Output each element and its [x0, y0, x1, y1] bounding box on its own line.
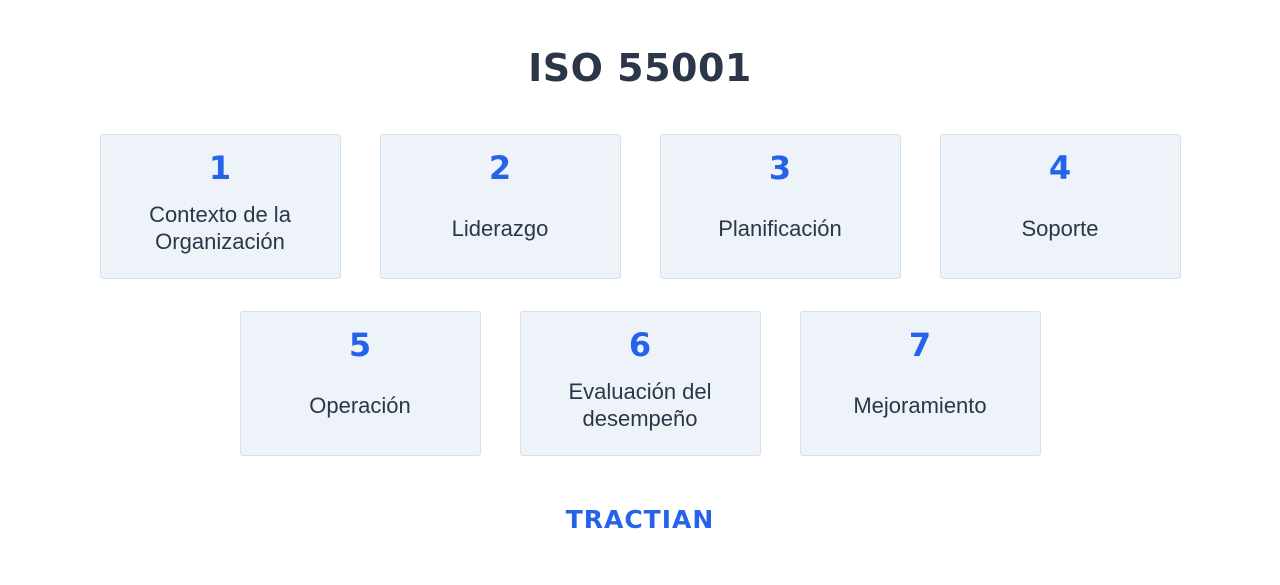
clause-number: 3 — [768, 149, 792, 187]
clause-card-4: 4 Soporte — [939, 134, 1181, 279]
clause-card-6: 6 Evaluación del desempeño — [519, 311, 761, 456]
clauses-row-bottom: 5 Operación 6 Evaluación del desempeño 7… — [0, 311, 1280, 456]
clause-card-2: 2 Liderazgo — [379, 134, 621, 279]
clause-card-1: 1 Contexto de la Organización — [99, 134, 341, 279]
clause-label: Contexto de la Organización — [149, 202, 291, 254]
clause-number: 6 — [628, 326, 652, 364]
clause-card-7: 7 Mejoramiento — [799, 311, 1041, 456]
diagram-title: ISO 55001 — [528, 46, 752, 90]
clause-label: Mejoramiento — [853, 392, 987, 418]
clause-label: Soporte — [1021, 215, 1099, 241]
clause-card-3: 3 Planificación — [659, 134, 901, 279]
clause-number: 4 — [1048, 149, 1072, 187]
clause-number: 5 — [348, 326, 372, 364]
clause-label: Planificación — [718, 215, 842, 241]
tractian-logo: TRACTIAN — [565, 505, 715, 534]
clauses-row-top: 1 Contexto de la Organización 2 Liderazg… — [0, 134, 1280, 279]
clause-number: 7 — [908, 326, 932, 364]
clause-number: 1 — [208, 149, 232, 187]
clause-label: Liderazgo — [451, 215, 549, 241]
clause-label: Operación — [309, 392, 411, 418]
clause-number: 2 — [488, 149, 512, 187]
clause-card-5: 5 Operación — [239, 311, 481, 456]
clause-label: Evaluación del desempeño — [568, 379, 712, 431]
